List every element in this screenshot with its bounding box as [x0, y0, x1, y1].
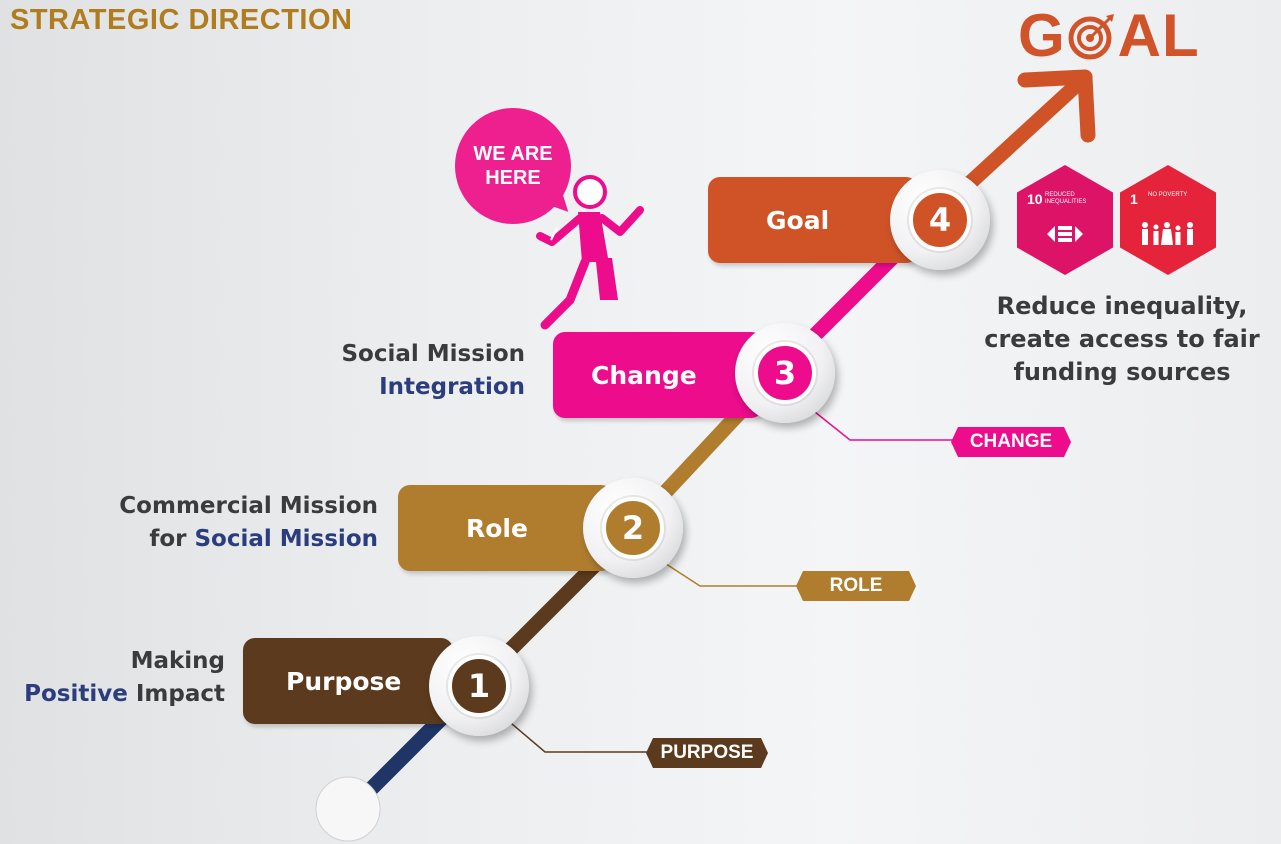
goal-description-line: Reduce inequality,: [996, 292, 1248, 320]
step-tag-purpose: PURPOSE: [646, 738, 768, 768]
connector-change: [809, 407, 955, 441]
target-icon: [1068, 14, 1114, 60]
sdg-number: 1: [1130, 191, 1138, 207]
desc-accent: Positive: [24, 681, 128, 707]
step-card-role: Role: [398, 485, 613, 571]
bubble-line-2: HERE: [485, 167, 541, 189]
step-number-circle: 1: [429, 636, 529, 736]
step-card-goal: Goal: [708, 177, 918, 263]
goal-heading: G AL: [1018, 6, 1200, 66]
sdg-label: REDUCED INEQUALITIES: [1045, 192, 1087, 205]
step-card-purpose: Purpose: [243, 638, 453, 724]
goal-arrow-head: [1017, 69, 1096, 143]
desc-text: Social Mission: [341, 341, 525, 367]
desc-text: Commercial Mission: [119, 493, 378, 519]
goal-heading-prefix: G: [1018, 2, 1066, 69]
goal-description: Reduce inequality, create access to fair…: [962, 290, 1281, 389]
desc-text: Impact: [127, 681, 225, 707]
connector-purpose: [504, 717, 650, 753]
walking-person-icon: [536, 175, 644, 330]
sdg-number: 10: [1027, 191, 1043, 207]
page-title: STRATEGIC DIRECTION: [10, 4, 353, 36]
step-number: 4: [909, 189, 971, 251]
desc-accent: Integration: [379, 374, 525, 400]
step-number-circle: 4: [890, 170, 990, 270]
step-number: 3: [754, 342, 816, 404]
step-label: Goal: [766, 205, 830, 235]
step-label: Role: [466, 513, 528, 543]
goal-description-line: funding sources: [1013, 358, 1231, 386]
equality-arrows-icon: [1017, 221, 1113, 252]
bubble-line-1: WE ARE: [473, 143, 553, 165]
family-icon: [1120, 221, 1216, 252]
desc-accent: Social Mission: [194, 526, 378, 552]
connector-role: [659, 559, 800, 587]
we-are-here-bubble: WE ARE HERE: [455, 108, 571, 224]
step-description-role: Commercial Mission for Social Mission: [30, 490, 378, 556]
step-card-change: Change: [553, 332, 763, 418]
sdg-label: NO POVERTY: [1148, 192, 1188, 198]
path-start-node: [315, 776, 381, 842]
step-tag-change: CHANGE: [951, 427, 1071, 457]
step-tag-role: ROLE: [796, 571, 916, 601]
step-number-circle: 2: [583, 478, 683, 578]
goal-description-line: create access to fair: [984, 325, 1260, 353]
step-label: Purpose: [286, 666, 402, 696]
step-description-change: Social Mission Integration: [230, 338, 525, 404]
step-description-purpose: Making Positive Impact: [0, 645, 225, 711]
desc-text: Making: [130, 648, 225, 674]
step-number: 1: [448, 655, 510, 717]
step-number: 2: [602, 497, 664, 559]
step-label: Change: [591, 360, 697, 390]
goal-heading-suffix: AL: [1117, 2, 1200, 69]
step-number-circle: 3: [735, 323, 835, 423]
desc-text: for: [149, 526, 195, 552]
